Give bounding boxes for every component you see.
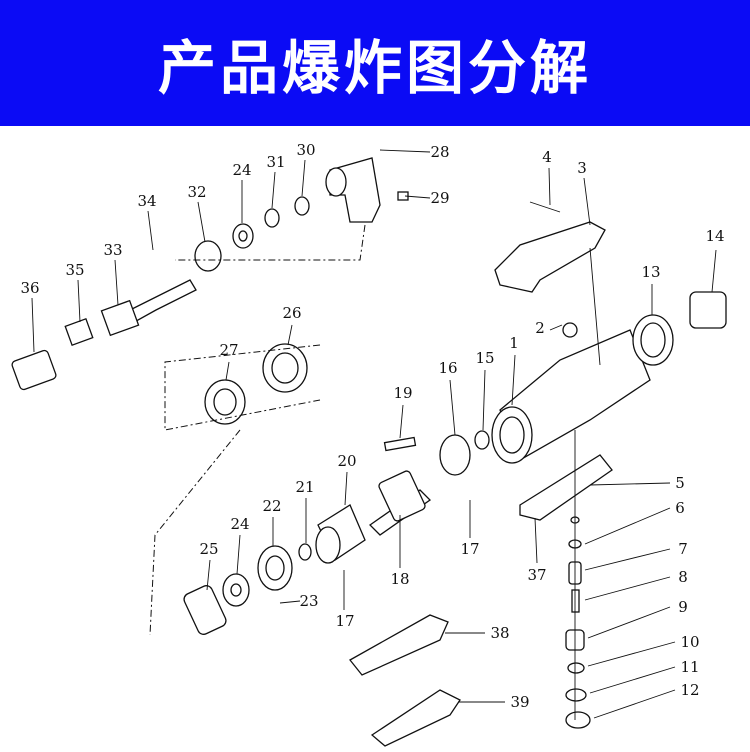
- spanner-39: [370, 689, 461, 747]
- block-part-1: [100, 299, 140, 337]
- pin-4: [529, 201, 561, 213]
- exhaust-cover: [519, 454, 613, 521]
- part-label-24: 24: [232, 161, 251, 179]
- ring-part-1: [294, 196, 310, 216]
- part-label-19: 19: [393, 384, 412, 402]
- part-label-8: 8: [678, 568, 688, 586]
- ring-part-6: [213, 388, 237, 416]
- ring-part-14: [265, 555, 285, 581]
- part-label-2: 2: [535, 319, 545, 337]
- part-label-38: 38: [490, 624, 509, 642]
- block-part-3: [11, 349, 57, 391]
- block-part-2: [64, 318, 94, 346]
- throttle-lever: [494, 221, 606, 293]
- part-label-4: 4: [542, 148, 552, 166]
- part-label-6: 6: [675, 499, 685, 517]
- part-label-17: 17: [460, 540, 479, 558]
- part-label-27: 27: [219, 341, 238, 359]
- part-label-39: 39: [510, 693, 529, 711]
- part-label-3: 3: [577, 159, 587, 177]
- part-label-10: 10: [680, 633, 699, 651]
- part-label-34: 34: [137, 192, 156, 210]
- part-label-33: 33: [103, 241, 122, 259]
- ring-part-9: [640, 322, 666, 358]
- part-label-18: 18: [390, 570, 409, 588]
- part-label-7: 7: [678, 540, 688, 558]
- part-number-labels: 2829303124323433353643141321151619262720…: [20, 141, 724, 711]
- part-label-37: 37: [527, 566, 546, 584]
- part-label-32: 32: [187, 183, 206, 201]
- part-label-25: 25: [199, 540, 218, 558]
- part-label-28: 28: [430, 143, 449, 161]
- part-label-36: 36: [20, 279, 39, 297]
- part-label-31: 31: [266, 153, 285, 171]
- part-label-26: 26: [282, 304, 301, 322]
- leader-lines: [31, 149, 717, 720]
- block-part-5: [383, 436, 417, 452]
- part-label-9: 9: [678, 598, 688, 616]
- block-part-9: [571, 589, 580, 613]
- block-part-7: [183, 585, 227, 635]
- ring-part-12: [315, 526, 341, 564]
- block-part-4: [689, 291, 727, 329]
- page-title: 产品爆炸图分解: [157, 34, 592, 102]
- part-label-24: 24: [230, 515, 249, 533]
- part-label-35: 35: [65, 261, 84, 279]
- ring-part-15: [230, 583, 242, 597]
- ring-part-20: [565, 711, 591, 729]
- part-label-13: 13: [641, 263, 660, 281]
- part-label-16: 16: [438, 359, 457, 377]
- ring-part-4: [194, 240, 222, 272]
- part-label-14: 14: [705, 227, 724, 245]
- ring-part-7: [499, 416, 525, 454]
- ring-part-5: [271, 352, 299, 384]
- part-shapes: [11, 157, 727, 747]
- part-label-15: 15: [475, 349, 494, 367]
- part-label-5: 5: [675, 474, 685, 492]
- part-label-17: 17: [335, 612, 354, 630]
- block-part-6: [378, 470, 426, 522]
- ring-part-10: [474, 430, 490, 450]
- part-label-11: 11: [680, 658, 699, 676]
- ring-part-2: [264, 208, 280, 228]
- part-label-12: 12: [680, 681, 699, 699]
- part-label-29: 29: [430, 189, 449, 207]
- part-label-20: 20: [337, 452, 356, 470]
- ring-part-18: [567, 662, 585, 674]
- ring-part-13: [298, 543, 312, 561]
- spanner-38: [349, 614, 449, 676]
- exploded-parts-diagram: 2829303124323433353643141321151619262720…: [11, 141, 727, 747]
- part-label-1: 1: [509, 334, 519, 352]
- header-banner: 产品爆炸图分解: [0, 0, 750, 126]
- ring-part-19: [565, 688, 587, 702]
- ring-part-11: [439, 434, 471, 476]
- part-label-21: 21: [295, 478, 314, 496]
- ring-part-8: [562, 322, 578, 338]
- ring-part-3: [238, 230, 248, 242]
- part-label-30: 30: [296, 141, 315, 159]
- ring-part-0: [325, 167, 347, 197]
- part-label-23: 23: [299, 592, 318, 610]
- part-label-22: 22: [262, 497, 281, 515]
- assembly-dash-lines: [149, 224, 366, 636]
